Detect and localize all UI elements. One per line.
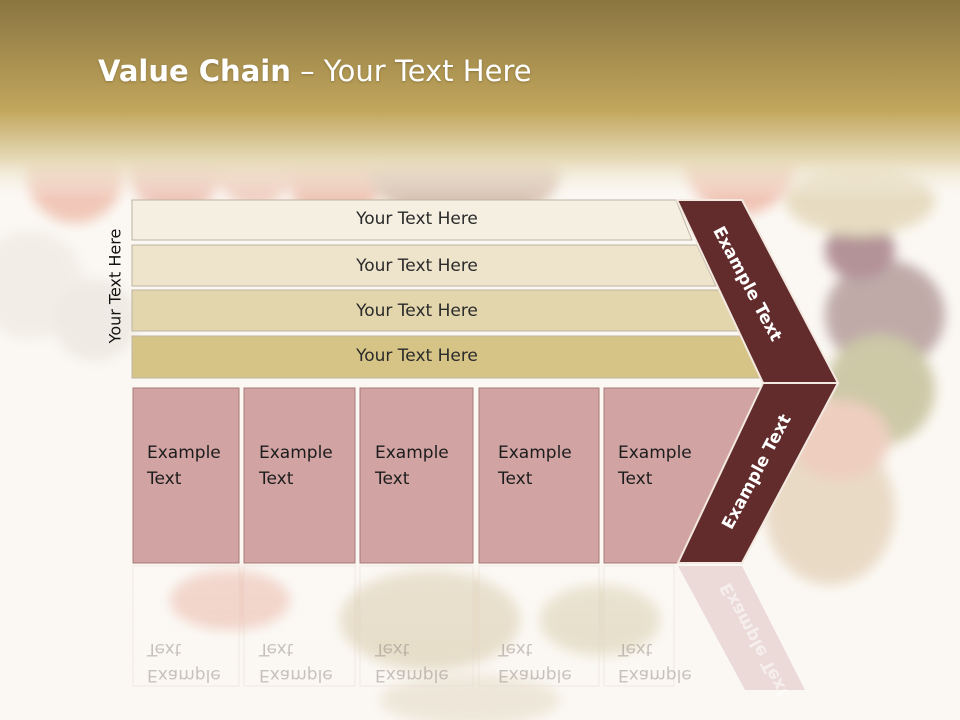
box-1-reflection-text: Example Text — [147, 636, 221, 688]
box-4-shape[interactable] — [478, 387, 600, 564]
box-5-reflection-text: Example Text — [618, 636, 692, 688]
box-4-reflection-line-1: Example — [498, 665, 572, 685]
bar-1-label: Your Text Here — [356, 209, 478, 229]
box-2-reflection-text: Example Text — [259, 636, 333, 688]
bar-2-shape[interactable] — [131, 244, 717, 287]
box-1-shape[interactable] — [132, 387, 240, 564]
header-band — [0, 0, 960, 200]
diagram-reflection — [132, 565, 805, 690]
box-1-line-2: Text — [147, 469, 182, 489]
box-2-line-2: Text — [259, 469, 294, 489]
box-3-label: Example Text — [375, 440, 449, 492]
box-2-line-1: Example — [259, 443, 333, 463]
bar-4-label: Your Text Here — [356, 346, 478, 366]
box-4-reflection-text: Example Text — [498, 636, 572, 688]
box-4-reflection-line-2: Text — [498, 639, 533, 659]
box-3-line-2: Text — [375, 469, 410, 489]
box-3-reflection-line-1: Example — [375, 665, 449, 685]
box-4-label: Example Text — [498, 440, 572, 492]
box-5-line-1: Example — [618, 443, 692, 463]
box-3-reflection-text: Example Text — [375, 636, 449, 688]
box-4-line-1: Example — [498, 443, 572, 463]
slide-title: Value Chain – Your Text Here — [98, 54, 532, 88]
box-5-label: Example Text — [618, 440, 692, 492]
bar-3-label: Your Text Here — [356, 301, 478, 321]
box-2-shape[interactable] — [243, 387, 356, 564]
box-1-reflection-line-2: Text — [147, 639, 182, 659]
box-2-label: Example Text — [259, 440, 333, 492]
box-3-line-1: Example — [375, 443, 449, 463]
side-label: Your Text Here — [105, 228, 125, 344]
box-1-reflection-line-1: Example — [147, 665, 221, 685]
box-3-shape[interactable] — [359, 387, 474, 564]
box-2-reflection-line-2: Text — [259, 639, 294, 659]
slide-title-rest: – Your Text Here — [290, 54, 532, 88]
box-1-line-1: Example — [147, 443, 221, 463]
box-1-label: Example Text — [147, 440, 221, 492]
box-2-reflection-line-1: Example — [259, 665, 333, 685]
slide-title-bold: Value Chain — [98, 54, 291, 88]
bar-1-shape[interactable] — [131, 199, 693, 241]
box-5-line-2: Text — [618, 469, 653, 489]
bar-2-label: Your Text Here — [356, 256, 478, 276]
box-3-reflection-line-2: Text — [375, 639, 410, 659]
box-5-reflection-line-2: Text — [618, 639, 653, 659]
box-5-reflection-line-1: Example — [618, 665, 692, 685]
box-4-line-2: Text — [498, 469, 533, 489]
